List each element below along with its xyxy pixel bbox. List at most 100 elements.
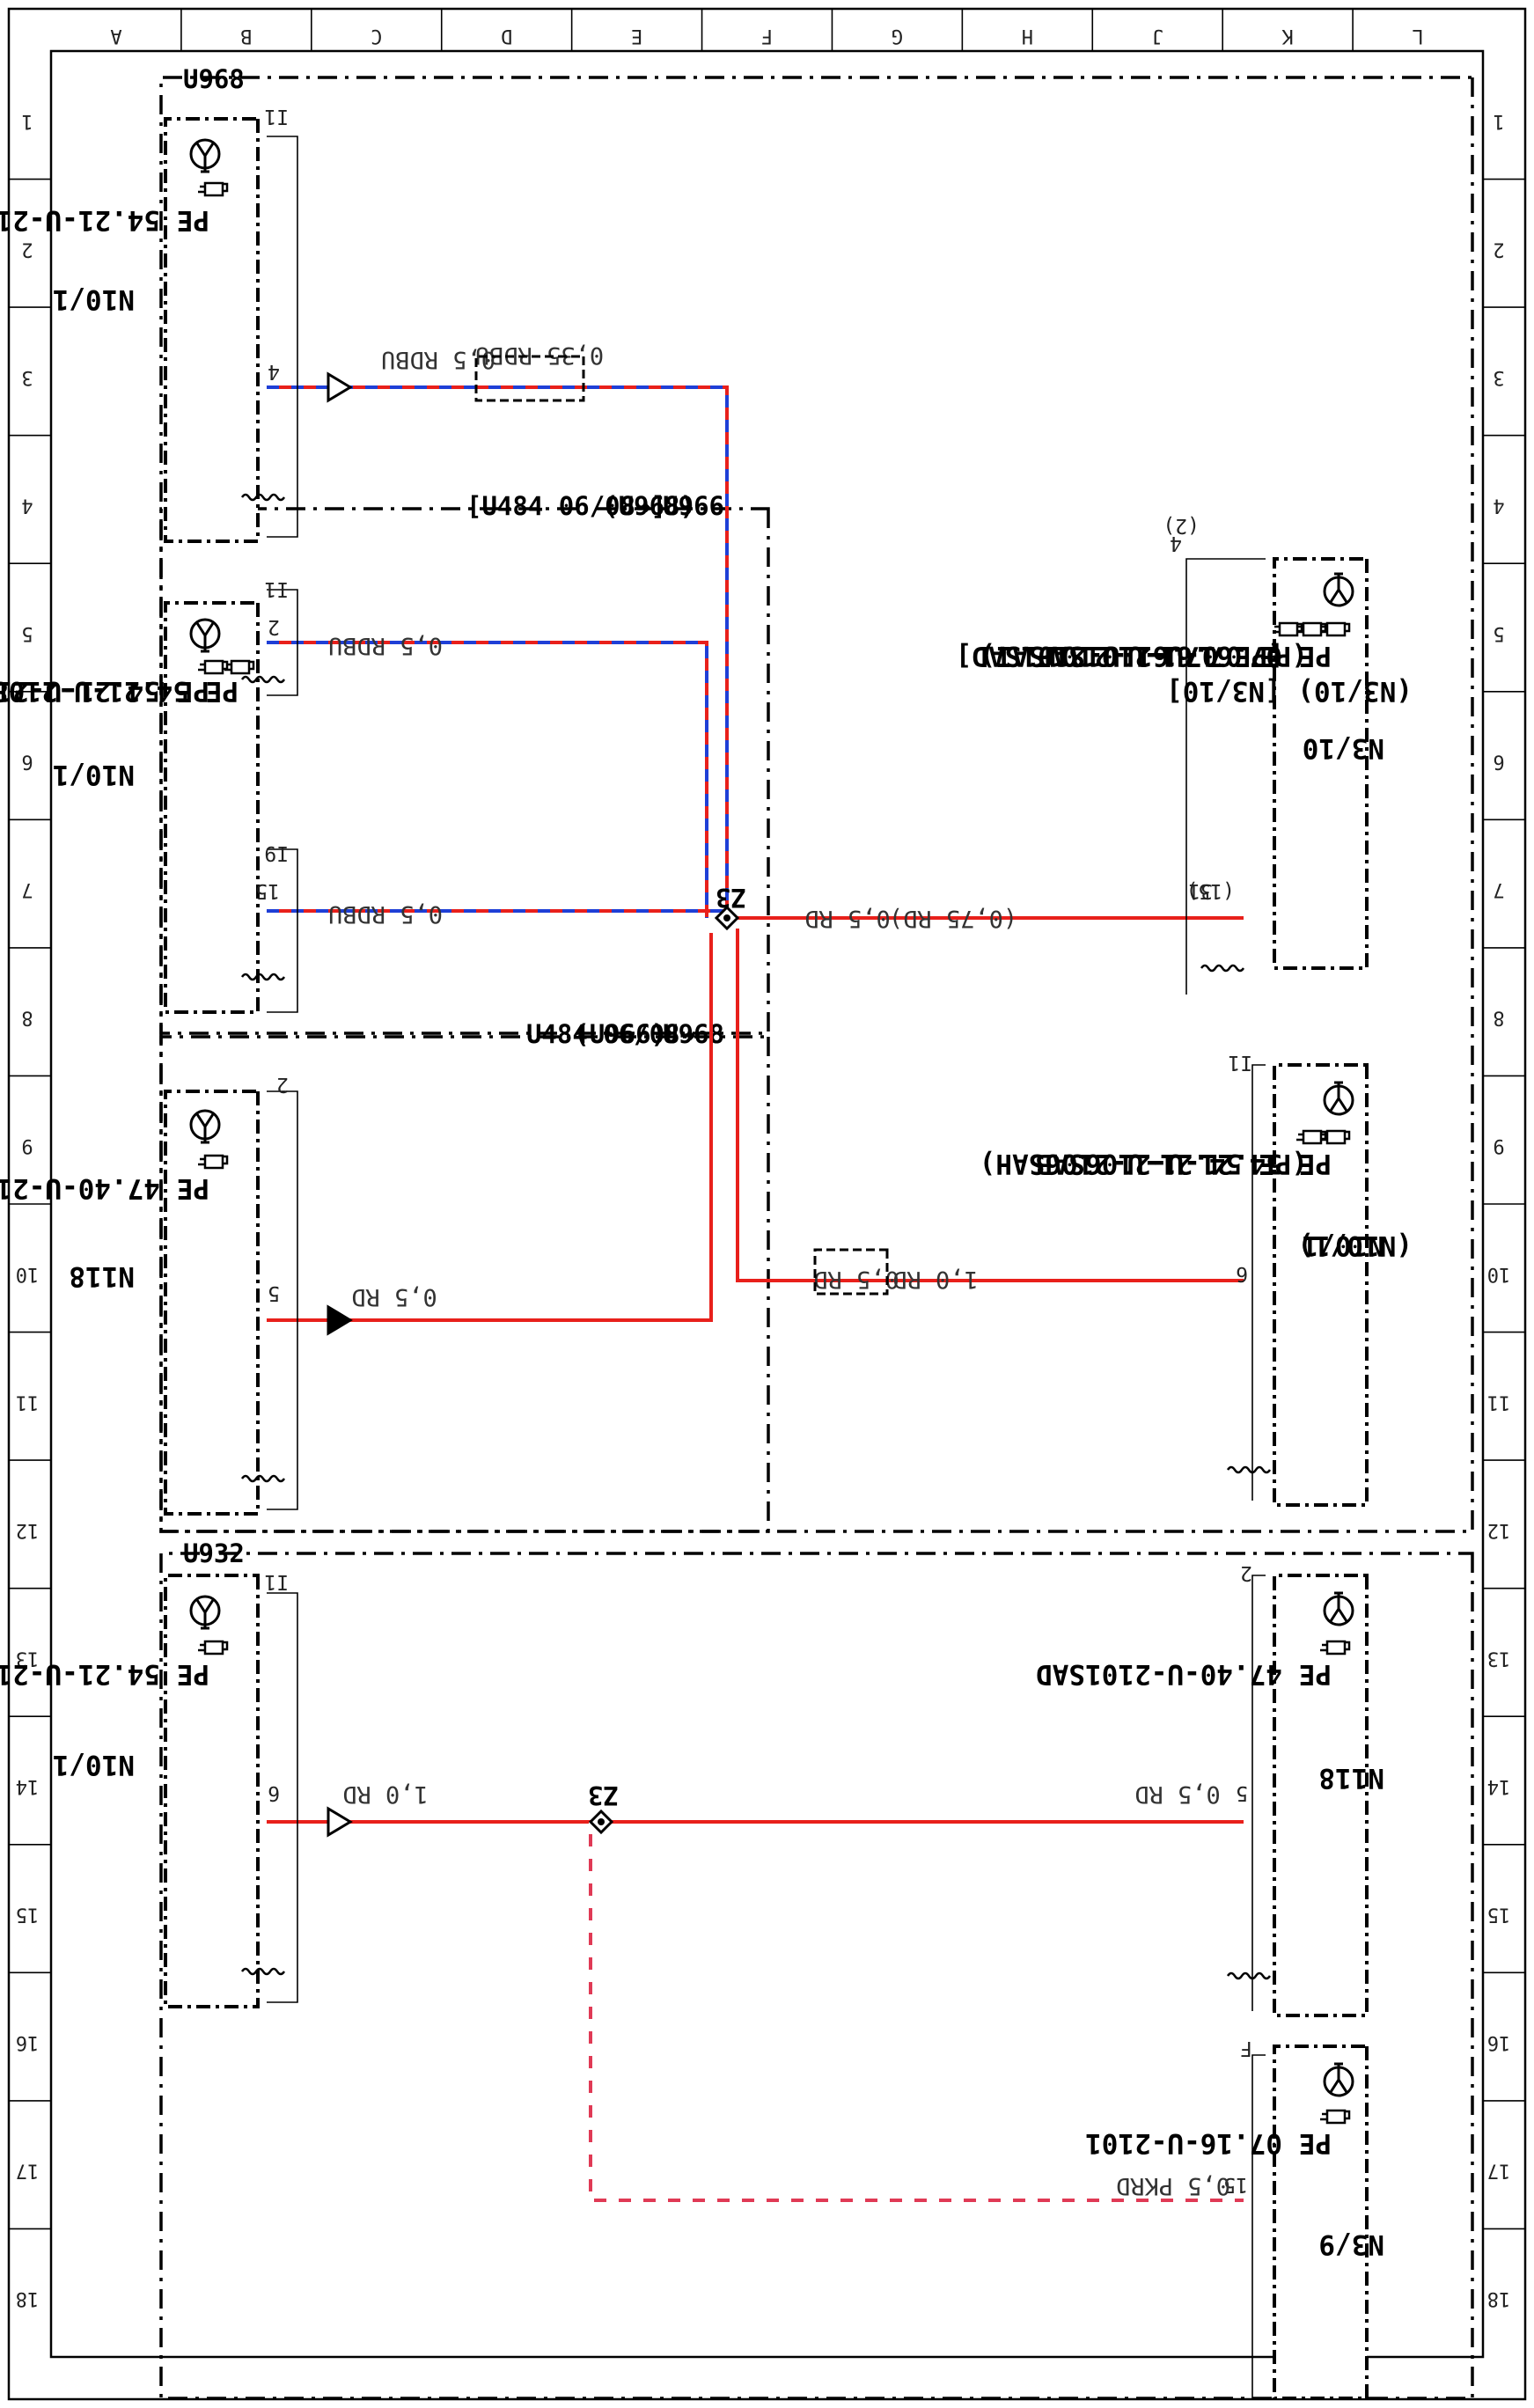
grid-number: 5 [21, 622, 33, 644]
zone-u968-lower [159, 1035, 770, 1533]
connector-label: I1 [264, 1570, 289, 1593]
component-n10-1-d: PE 54.21-U-2106SAB (PE 54.21-U-2106SAH) … [980, 1051, 1413, 1507]
grid-number: 18 [1487, 2287, 1511, 2309]
u966-label-line2: (U968) [603, 491, 695, 521]
u968b-label-line3: (U966) [574, 1019, 666, 1049]
ref-pe-47-40-u-2101sad: PE 47.40-U-2101SAD [1036, 1658, 1332, 1690]
ref-pe-07-61-u-2101saf: PE 07.61-U-2101SAF [1036, 640, 1332, 672]
wires [267, 385, 1244, 2202]
pin-label: 31 [1188, 879, 1213, 902]
grid-letter: H [1022, 25, 1033, 47]
grid-number: 3 [1493, 366, 1504, 388]
wire-label-w3: 0,5 RDBU [328, 900, 443, 928]
pin-label: 15 [255, 879, 280, 902]
ref-pe-54-21-u-2106sah: (PE 54.21-U-2106SAH) [980, 1148, 1308, 1179]
u968b-label-line2: U484 06/08→ [526, 1019, 695, 1049]
u968b-label-line1: U968 [663, 1019, 724, 1049]
ref-pe-54-21-u-2108sag: PE 54.21-U-2108SAG [0, 675, 239, 707]
grid-number: 7 [1493, 878, 1504, 900]
grid-number: 15 [1487, 1904, 1511, 1926]
wire-label-w6a: 1,0 RD [892, 1266, 979, 1293]
grid-number: 9 [1493, 1134, 1504, 1156]
connector-label: F [1240, 2037, 1252, 2059]
grid-number: 2 [1493, 238, 1504, 260]
ref-pe-54-21-u-2106sab: PE 54.21-U-2106SAB [1036, 1148, 1332, 1179]
cut-edge [1200, 964, 1245, 973]
connector-label: I1 [264, 105, 289, 128]
pin-label: 2 [268, 615, 280, 638]
grid-number: 5 [1493, 622, 1504, 644]
grid-number: 9 [21, 1134, 33, 1156]
grid-number: 16 [1487, 2031, 1511, 2053]
u966-label-line1: U966 [663, 491, 724, 521]
wire-w4 [267, 933, 713, 1322]
grid-number: 17 [1487, 2160, 1511, 2182]
component-name-n3-10: N3/10 [1303, 732, 1384, 764]
splice-z3-top: Z3 [714, 883, 746, 931]
pin-label: 6 [268, 1781, 280, 1804]
splice-z3-bottom: Z3 [588, 1780, 619, 1835]
grid-number: 18 [16, 2287, 40, 2309]
grid-letter: A [110, 25, 121, 47]
pin-label: 15 [1223, 2173, 1248, 2196]
grid-letter: D [501, 25, 512, 47]
wire-w9-stripe [589, 1822, 1244, 2202]
connector-label: 2 [1240, 1561, 1252, 1584]
terminal-arrow [327, 1806, 353, 1838]
grid-letter: F [761, 25, 773, 47]
component-n3-9: PE 07.16-U-2101 N3/9 F 15 [1085, 2037, 1384, 2400]
component-name-n3-9: N3/9 [1318, 2228, 1384, 2260]
cut-edge [1226, 1465, 1272, 1474]
terminal-arrow [327, 371, 353, 403]
wire-w2-stripe [267, 641, 708, 918]
grid-number: 6 [1493, 751, 1504, 773]
ref-pe-54-21-u-2108sae: PE 54.21-U-2108SAE [0, 675, 209, 707]
grid-number: 17 [16, 2160, 40, 2182]
component-name-n10-1: N10/1 [1303, 1230, 1384, 1261]
grid-number: 2 [21, 238, 33, 260]
ref-pe-07-61-u-2101sad: [PE 07.61-U-2101SAD] [956, 640, 1284, 672]
grid-number: 1 [21, 110, 33, 132]
grid-number: 3 [21, 366, 33, 388]
wire-label-w2: 0,5 RDBU [328, 632, 443, 659]
grid-number: 13 [1487, 1647, 1511, 1669]
wire-label-w4: 0,5 RD [351, 1283, 437, 1310]
wire-label-w5b: (0,75 RD) [889, 905, 1017, 932]
splice-label: Z3 [588, 1780, 619, 1810]
grid-number: 8 [21, 1007, 33, 1029]
component-n10-1-b: PE 54.21-U-2108SAE PE 54.21-U-2108SAG N1… [0, 577, 298, 1014]
component-name-n10-1-alt: (N10/1) [1297, 1230, 1413, 1261]
connector-label: I1 [264, 577, 289, 600]
cut-edge [1226, 1971, 1272, 1980]
pin-label: 5 [268, 1281, 280, 1304]
grid-number: 11 [16, 1391, 40, 1413]
grid-number: 4 [21, 494, 33, 516]
grid-number: 11 [1487, 1391, 1511, 1413]
component-n118-b: PE 47.40-U-2101SAD N118 2 5 [1036, 1561, 1384, 2017]
component-name-n118: N118 [69, 1260, 135, 1292]
grid-number: 13 [16, 1647, 40, 1669]
zone-u966 [159, 507, 770, 1035]
wire-w6 [736, 929, 1244, 1282]
wire-label-w7: 1,0 RD [342, 1780, 429, 1808]
grid-number: 15 [16, 1904, 40, 1926]
wire-w2 [267, 641, 708, 918]
connector-label: 4 [1170, 532, 1182, 554]
grid-number: 14 [16, 1775, 40, 1797]
pin-label: 4 [268, 360, 280, 383]
component-name-n118: N118 [1318, 1762, 1384, 1794]
splice-label: Z3 [716, 883, 746, 913]
grid-number: 16 [16, 2031, 40, 2053]
wire-label-w8: 0,5 RD [1134, 1780, 1221, 1808]
zone-label-u968: U968 [183, 64, 245, 94]
zone-u966-labels: U966 (U968) [U484 06/08→] [466, 491, 724, 521]
grid-letter: K [1281, 25, 1294, 47]
u966-label-line3: [U484 06/08→] [466, 491, 666, 521]
connector-label: I1 [1228, 1051, 1252, 1074]
grid-letter: E [631, 25, 642, 47]
grid-number: 14 [1487, 1775, 1511, 1797]
